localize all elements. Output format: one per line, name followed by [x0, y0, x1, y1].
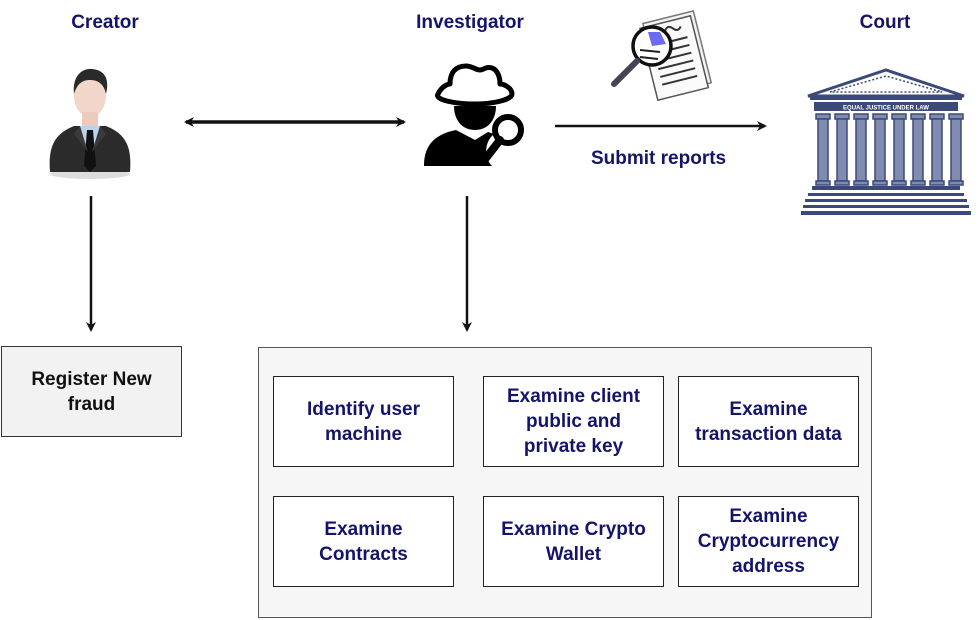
- column-base: [948, 180, 964, 186]
- column-base: [929, 180, 945, 186]
- submit-reports-label: Submit reports: [591, 148, 727, 169]
- courthouse-icon: EQUAL JUSTICE UNDER LAW: [800, 66, 972, 222]
- investigator-label: Investigator: [416, 12, 524, 33]
- column-base: [853, 180, 869, 186]
- task-examine-crypto-wallet: Examine Crypto Wallet: [483, 496, 664, 587]
- court-label: Court: [859, 12, 911, 33]
- task-examine-cryptocurrency-address: Examine Cryptocurrency address: [678, 496, 859, 587]
- column-base: [891, 180, 907, 186]
- column-base: [910, 180, 926, 186]
- column-base: [872, 180, 888, 186]
- detective-icon: [420, 62, 530, 170]
- task-identify-user-machine: Identify user machine: [273, 376, 454, 467]
- court-inscription: EQUAL JUSTICE UNDER LAW: [843, 106, 929, 112]
- column-base: [815, 180, 831, 186]
- report-magnifier-icon: [600, 10, 715, 106]
- businessman-icon: [44, 62, 136, 180]
- column-base: [834, 180, 850, 186]
- task-examine-transaction-data: Examine transaction data: [678, 376, 859, 467]
- task-examine-contracts: Examine Contracts: [273, 496, 454, 587]
- task-examine-keys: Examine client public and private key: [483, 376, 664, 467]
- register-new-fraud-label: Register New fraud: [31, 368, 152, 415]
- creator-label: Creator: [71, 12, 139, 33]
- register-new-fraud-box: Register New fraud: [1, 346, 182, 437]
- investigation-tasks-container: Identify user machine Examine client pub…: [258, 347, 872, 618]
